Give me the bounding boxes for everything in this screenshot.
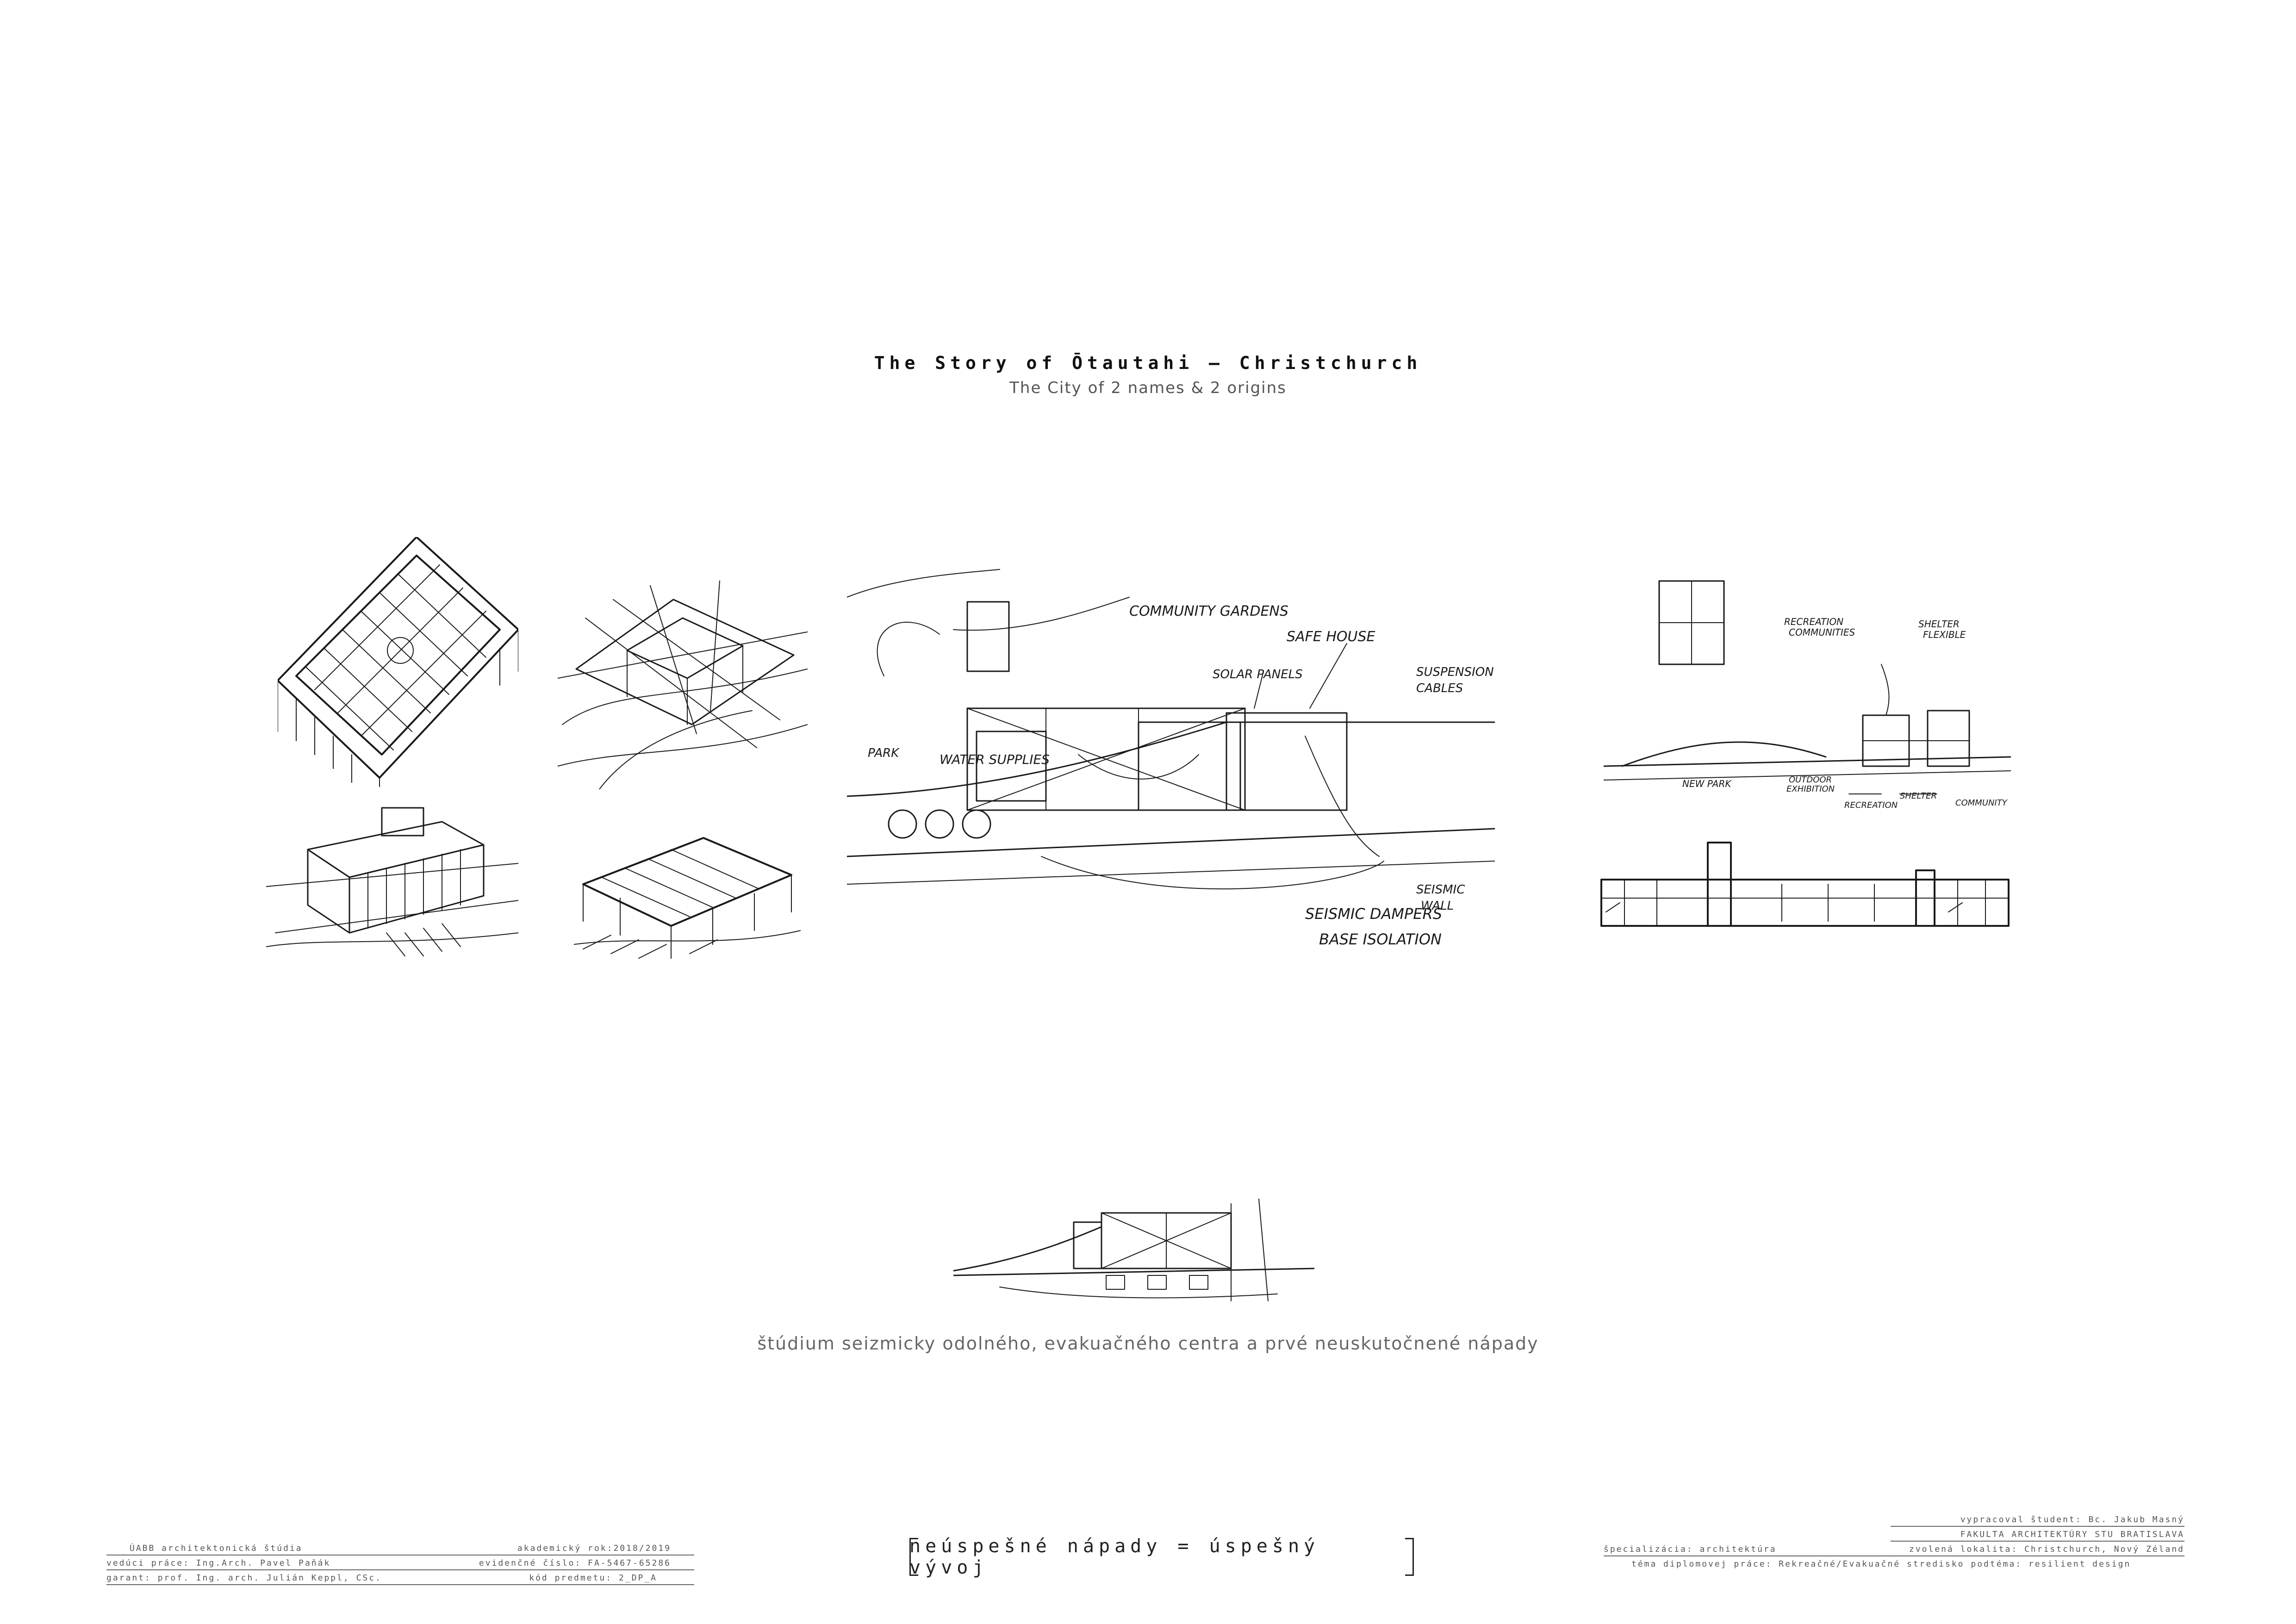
supervisor: vedúci práce: Ing.Arch. Pavel Paňák bbox=[106, 1558, 331, 1568]
perspective-sketch bbox=[266, 794, 518, 968]
studio-label: ÚABB architektonická štúdia bbox=[130, 1543, 303, 1553]
svg-text:COMMUNITY: COMMUNITY bbox=[1955, 798, 2008, 808]
svg-text:SOLAR PANELS: SOLAR PANELS bbox=[1213, 668, 1303, 681]
small-section-sketch bbox=[953, 1194, 1314, 1310]
svg-text:COMMUNITIES: COMMUNITIES bbox=[1789, 627, 1855, 638]
structure-sketch bbox=[574, 829, 801, 968]
guarantor: garant: prof. Ing. arch. Julián Keppl, C… bbox=[106, 1573, 382, 1583]
svg-text:EXHIBITION: EXHIBITION bbox=[1786, 784, 1835, 794]
svg-text:RECREATION: RECREATION bbox=[1844, 800, 1898, 810]
chosen-location: zvolená lokalita: Christchurch, Nový Zél… bbox=[1909, 1544, 2184, 1554]
svg-text:PARK: PARK bbox=[868, 746, 900, 760]
svg-text:SEISMIC DAMPERS: SEISMIC DAMPERS bbox=[1305, 905, 1442, 923]
title-block-row: FAKULTA ARCHITEKTÚRY STU BRATISLAVA bbox=[1891, 1528, 2184, 1542]
right-elevation-sketch bbox=[1597, 833, 2013, 940]
title-block-row: ÚABB architektonická štúdia akademický r… bbox=[106, 1542, 694, 1555]
title-block-row: vypracoval študent: Bc. Jakub Masný bbox=[1891, 1513, 2184, 1527]
svg-text:SHELTER: SHELTER bbox=[1900, 791, 1937, 801]
student: vypracoval študent: Bc. Jakub Masný bbox=[1960, 1515, 2184, 1524]
svg-text:RECREATION: RECREATION bbox=[1784, 616, 1843, 627]
title-block-row: špecializácia: architektúra zvolená loka… bbox=[1604, 1543, 2184, 1556]
svg-text:COMMUNITY GARDENS: COMMUNITY GARDENS bbox=[1129, 603, 1288, 619]
motto-box: neúspešné nápady = úspešný vývoj bbox=[909, 1536, 1414, 1578]
title-block-left: ÚABB architektonická štúdia akademický r… bbox=[106, 1542, 694, 1588]
title-block-right: vypracoval študent: Bc. Jakub Masný FAKU… bbox=[1604, 1513, 2184, 1587]
svg-text:SAFE HOUSE: SAFE HOUSE bbox=[1287, 629, 1375, 645]
title-block-row: garant: prof. Ing. arch. Julián Keppl, C… bbox=[106, 1571, 694, 1585]
svg-text:SUSPENSION: SUSPENSION bbox=[1416, 665, 1494, 679]
specialization: špecializácia: architektúra bbox=[1604, 1544, 1777, 1554]
axonometric-sketch-1 bbox=[278, 537, 518, 787]
thesis-topic: téma diplomovej práce: Rekreačné/Evakuač… bbox=[1631, 1559, 2131, 1569]
registration-number: evidenčné číslo: FA-5467-65286 bbox=[479, 1558, 671, 1568]
svg-text:CABLES: CABLES bbox=[1416, 681, 1463, 695]
main-section-sketch: COMMUNITY GARDENS SAFE HOUSE SOLAR PANEL… bbox=[847, 560, 1495, 986]
svg-text:SHELTER: SHELTER bbox=[1918, 618, 1960, 630]
sheet-title: The Story of Ōtautahi – Christchurch bbox=[874, 353, 1422, 373]
title-block-row: téma diplomovej práce: Rekreačné/Evakuač… bbox=[1604, 1557, 2184, 1570]
academic-year: akademický rok:2018/2019 bbox=[517, 1543, 671, 1553]
course-code: kód predmetu: 2_DP_A bbox=[529, 1573, 657, 1583]
sheet-subtitle: The City of 2 names & 2 origins bbox=[1009, 379, 1287, 397]
motto-text: neúspešné nápady = úspešný vývoj bbox=[909, 1536, 1320, 1578]
svg-text:NEW PARK: NEW PARK bbox=[1682, 778, 1732, 789]
axonometric-sketch-2 bbox=[558, 572, 808, 789]
faculty: FAKULTA ARCHITEKTÚRY STU BRATISLAVA bbox=[1960, 1530, 2184, 1539]
title-block-row: vedúci práce: Ing.Arch. Pavel Paňák evid… bbox=[106, 1556, 694, 1570]
svg-text:FLEXIBLE: FLEXIBLE bbox=[1923, 629, 1966, 640]
svg-text:SEISMIC: SEISMIC bbox=[1416, 883, 1465, 897]
sheet-caption: štúdium seizmicky odolného, evakuačného … bbox=[757, 1333, 1539, 1354]
svg-text:OUTDOOR: OUTDOOR bbox=[1789, 775, 1832, 785]
svg-text:BASE ISOLATION: BASE ISOLATION bbox=[1319, 931, 1442, 948]
right-section-sketch: RECREATION COMMUNITIES SHELTER FLEXIBLE … bbox=[1604, 572, 2011, 812]
svg-text:WALL: WALL bbox=[1421, 899, 1454, 913]
svg-text:WATER SUPPLIES: WATER SUPPLIES bbox=[940, 752, 1050, 767]
